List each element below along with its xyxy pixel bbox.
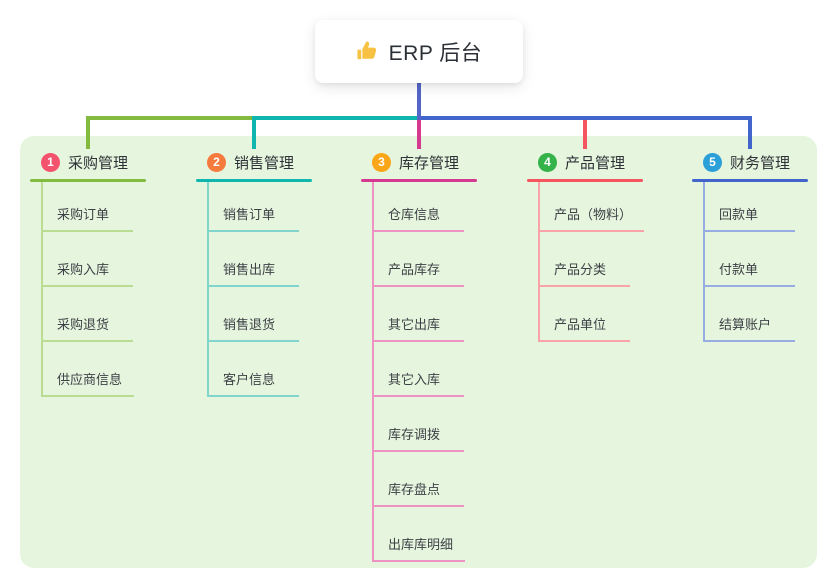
leaf-label: 库存盘点	[388, 482, 441, 497]
leaf-node[interactable]: 销售订单	[207, 182, 299, 232]
branch-number-badge: 3	[372, 152, 391, 172]
branch-column: 5 财务管理 回款单付款单结算账户	[692, 148, 808, 342]
branch-drop-3	[417, 120, 421, 149]
leaf-node[interactable]: 产品分类	[538, 232, 630, 287]
branch-column: 1 采购管理 采购订单采购入库采购退货供应商信息	[30, 148, 146, 397]
leaf-label: 产品分类	[554, 262, 607, 277]
branch-drop-4	[583, 116, 587, 149]
root-title: ERP 后台	[388, 41, 483, 65]
branch-underline	[30, 179, 146, 182]
leaf-node[interactable]: 客户信息	[207, 342, 299, 397]
branch-header[interactable]: 1 采购管理	[30, 148, 146, 176]
branch-number-badge: 1	[41, 152, 60, 172]
branch-header[interactable]: 4 产品管理	[527, 148, 643, 176]
h-segment-teal	[252, 116, 421, 120]
leaf-node[interactable]: 销售退货	[207, 287, 299, 342]
leaf-node[interactable]: 销售出库	[207, 232, 299, 287]
branch-drop-5	[748, 116, 752, 149]
leaf-node[interactable]: 库存调拨	[372, 397, 464, 452]
branch-items: 产品（物料） 产品分类产品单位	[527, 182, 645, 342]
branch-column: 3 库存管理 仓库信息产品库存其它出库其它入库库存调拨库存盘点出库库明细	[361, 148, 477, 562]
h-segment-green	[86, 116, 252, 120]
thumbs-up-icon	[356, 40, 379, 63]
branch-label: 销售管理	[234, 154, 295, 172]
leaf-label: 销售订单	[223, 207, 276, 222]
leaf-label: 出库库明细	[388, 537, 454, 552]
branch-drop-2	[252, 116, 256, 149]
branch-label: 采购管理	[68, 154, 129, 172]
leaf-label: 结算账户	[719, 317, 772, 332]
leaf-label: 仓库信息	[388, 207, 441, 222]
leaf-label: 产品单位	[554, 317, 607, 332]
leaf-node[interactable]: 产品单位	[538, 287, 630, 342]
leaf-label: 付款单	[719, 262, 759, 277]
leaf-label: 销售退货	[223, 317, 276, 332]
h-segment-blue	[417, 116, 752, 120]
branch-column: 4 产品管理 产品（物料） 产品分类产品单位	[527, 148, 645, 342]
leaf-label: 产品（物料）	[554, 207, 633, 222]
leaf-label: 产品库存	[388, 262, 441, 277]
leaf-node[interactable]: 库存盘点	[372, 452, 464, 507]
branches-panel	[20, 136, 817, 568]
leaf-label: 供应商信息	[57, 372, 123, 387]
leaf-node[interactable]: 出库库明细	[372, 507, 466, 562]
branch-items: 仓库信息产品库存其它出库其它入库库存调拨库存盘点出库库明细	[361, 182, 477, 562]
root-node-erp[interactable]: ERP 后台	[315, 20, 523, 83]
branch-column: 2 销售管理 销售订单销售出库销售退货客户信息	[196, 148, 312, 397]
branch-number-badge: 4	[538, 152, 557, 172]
branch-drop-1	[86, 116, 90, 149]
branch-label: 产品管理	[565, 154, 626, 172]
leaf-node[interactable]: 其它入库	[372, 342, 464, 397]
branch-underline	[361, 179, 477, 182]
leaf-label: 销售出库	[223, 262, 276, 277]
branch-label: 库存管理	[399, 154, 460, 172]
leaf-node[interactable]: 其它出库	[372, 287, 464, 342]
leaf-node[interactable]: 回款单	[703, 182, 795, 232]
leaf-label: 其它入库	[388, 372, 441, 387]
branch-number-badge: 5	[703, 152, 722, 172]
leaf-node[interactable]: 结算账户	[703, 287, 795, 342]
leaf-label: 回款单	[719, 207, 759, 222]
leaf-label: 采购退货	[57, 317, 110, 332]
leaf-label: 采购订单	[57, 207, 110, 222]
leaf-node[interactable]: 仓库信息	[372, 182, 464, 232]
branch-header[interactable]: 5 财务管理	[692, 148, 808, 176]
leaf-label: 库存调拨	[388, 427, 441, 442]
leaf-node[interactable]: 付款单	[703, 232, 795, 287]
leaf-node[interactable]: 采购退货	[41, 287, 133, 342]
leaf-node[interactable]: 采购入库	[41, 232, 133, 287]
leaf-label: 其它出库	[388, 317, 441, 332]
leaf-label: 客户信息	[223, 372, 276, 387]
branch-underline	[196, 179, 312, 182]
leaf-label: 采购入库	[57, 262, 110, 277]
branch-header[interactable]: 3 库存管理	[361, 148, 477, 176]
leaf-node[interactable]: 供应商信息	[41, 342, 135, 397]
root-stem	[417, 83, 421, 120]
branch-items: 采购订单采购入库采购退货供应商信息	[30, 182, 146, 397]
branch-underline	[692, 179, 808, 182]
branch-items: 回款单付款单结算账户	[692, 182, 808, 342]
branch-number-badge: 2	[207, 152, 226, 172]
branch-header[interactable]: 2 销售管理	[196, 148, 312, 176]
leaf-node[interactable]: 产品（物料）	[538, 182, 645, 232]
leaf-node[interactable]: 采购订单	[41, 182, 133, 232]
branch-label: 财务管理	[730, 154, 791, 172]
branch-items: 销售订单销售出库销售退货客户信息	[196, 182, 312, 397]
leaf-node[interactable]: 产品库存	[372, 232, 464, 287]
branch-underline	[527, 179, 643, 182]
